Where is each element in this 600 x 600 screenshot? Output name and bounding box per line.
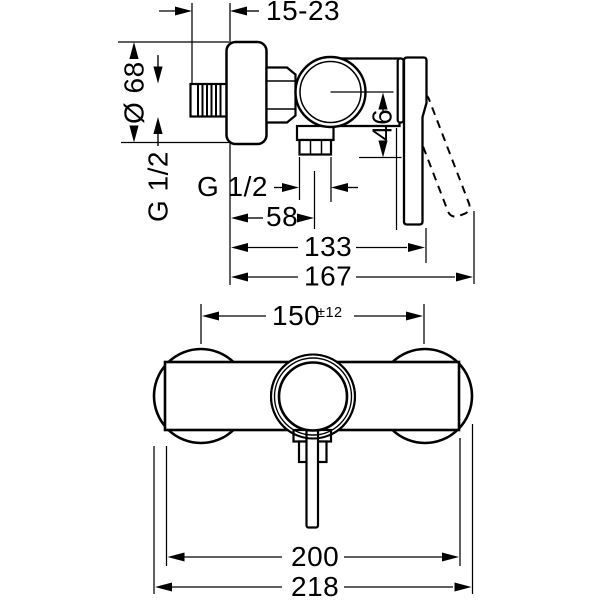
cover-plate (396, 57, 405, 124)
arrow-left-icon (202, 311, 219, 321)
arrow-right-icon (406, 311, 423, 321)
lever-handle-front (305, 426, 320, 529)
arrow-up-icon (129, 42, 139, 59)
dim-depth-open: 167 (231, 211, 475, 292)
arrow-down-icon (378, 140, 388, 158)
arrow-up-icon (153, 117, 163, 134)
arrow-right-icon (454, 582, 472, 592)
dim-outlet-thread-label: G 1/2 (197, 171, 268, 202)
arrow-left-icon (155, 582, 172, 592)
arrow-right-icon (456, 272, 473, 282)
dim-spacing-label: 150 (272, 300, 320, 331)
arrow-left-icon (231, 213, 248, 223)
dim-outlet-drop: 46 (359, 92, 402, 159)
top-view: 15-23 Ø 68 G 1/2 (118, 0, 475, 292)
dim-overall-width-label: 218 (291, 571, 339, 600)
dim-depth-closed-label: 133 (304, 231, 352, 262)
arrow-right-icon (442, 552, 459, 562)
dim-overall-width: 218 (153, 424, 474, 600)
hex-union (265, 66, 297, 124)
outlet-hex-nut (298, 138, 333, 156)
inlet-nipple (189, 82, 229, 118)
dim-outlet-offset-label: 58 (266, 201, 298, 232)
dim-connection-spacing: 150 ±12 (200, 300, 425, 344)
arrow-right-icon (175, 6, 192, 16)
arrow-right-icon (408, 243, 425, 252)
handle-ring-outer-line (269, 353, 357, 440)
arrow-right-icon (282, 183, 299, 192)
lever-handle-closed (402, 56, 428, 226)
dim-depth-open-label: 167 (304, 261, 352, 292)
dim-inlet-thread-label: G 1/2 (143, 151, 174, 222)
dim-outlet-thread: G 1/2 (197, 157, 358, 229)
arrow-left-icon (230, 6, 247, 16)
dim-body-width-label: 200 (291, 541, 339, 572)
arrow-left-icon (231, 272, 248, 282)
dim-diameter-label: Ø 68 (119, 61, 150, 124)
handle-ring-mid-line (273, 357, 353, 436)
dim-outlet-offset: 58 (231, 201, 314, 232)
front-view: 150 ±12 200 (152, 300, 474, 600)
dim-body-width: 200 (165, 438, 461, 572)
dim-projection: 15-23 (159, 0, 340, 26)
dim-inlet-thread: G 1/2 (143, 55, 174, 222)
dim-escutcheon-diameter: Ø 68 (118, 41, 232, 144)
arrow-up-icon (378, 92, 388, 110)
escutcheon-side (225, 40, 268, 146)
dim-spacing-tolerance-label: ±12 (317, 305, 343, 321)
arrow-right-icon (297, 213, 314, 223)
arrow-left-icon (331, 183, 348, 192)
arrow-left-icon (167, 552, 185, 562)
dim-projection-label: 15-23 (266, 0, 340, 26)
dim-depth-closed: 133 (231, 228, 427, 263)
thread-hatching (197, 84, 222, 117)
dim-outlet-drop-label: 46 (367, 109, 398, 141)
handle-hub (277, 361, 349, 432)
arrow-left-icon (231, 243, 248, 252)
arrow-down-icon (153, 66, 163, 84)
arrow-down-icon (129, 125, 139, 143)
